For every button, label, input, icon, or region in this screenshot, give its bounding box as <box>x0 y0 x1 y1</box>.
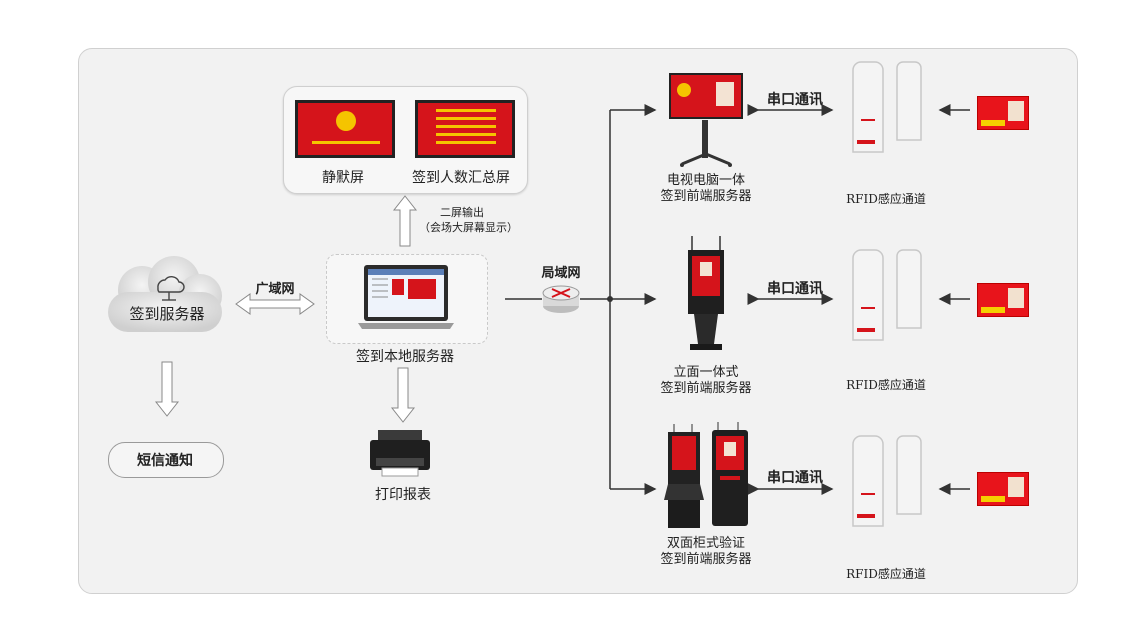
wan-label: 广域网 <box>255 282 295 297</box>
summary-screen-label: 签到人数汇总屏 <box>412 170 510 186</box>
local-server-label: 签到本地服务器 <box>356 349 454 365</box>
silent-screen-label: 静默屏 <box>322 170 364 186</box>
printer-icon <box>370 430 430 477</box>
sms-notification-box <box>108 442 224 478</box>
serial-label-1: 串口通讯 <box>767 92 823 108</box>
summary-screen-image <box>415 100 515 158</box>
standing-kiosk-icon <box>688 236 724 350</box>
terminal-1-label-line2: 签到前端服务器 <box>660 189 752 204</box>
router-icon <box>542 285 580 313</box>
serial-label-2: 串口通讯 <box>767 281 823 297</box>
sms-arrow <box>154 361 180 417</box>
rfid-label-1: RFID感应通道 <box>846 192 926 206</box>
rfid-gate-icon-1 <box>852 61 922 153</box>
display-screens-panel <box>283 86 528 194</box>
id-card-icon-2 <box>977 283 1029 317</box>
rfid-label-3: RFID感应通道 <box>846 567 926 581</box>
lan-label: 局域网 <box>541 266 581 281</box>
emblem-icon <box>336 111 356 131</box>
terminal-3-label-line1: 双面柜式验证 <box>666 536 746 551</box>
second-screen-note-label: （会场大屏幕显示） <box>419 221 518 234</box>
cloud-server-icon <box>108 256 222 332</box>
tv-terminal-icon <box>669 73 743 167</box>
printer-label: 打印报表 <box>375 487 431 503</box>
double-cabinet-icon <box>664 422 748 528</box>
terminal-2-label-line1: 立面一体式 <box>673 365 739 380</box>
rfid-gate-icon-2 <box>852 249 922 341</box>
terminal-1-label-line1: 电视电脑一体 <box>666 173 746 188</box>
terminal-3-label-line2: 签到前端服务器 <box>660 552 752 567</box>
serial-label-3: 串口通讯 <box>767 470 823 486</box>
silent-screen-image <box>295 100 395 158</box>
cloud-server-label: 签到服务器 <box>129 305 205 323</box>
sms-notification-label: 短信通知 <box>137 453 193 469</box>
printer-arrow <box>390 367 416 423</box>
rfid-label-2: RFID感应通道 <box>846 378 926 392</box>
caption-bar <box>312 141 380 144</box>
laptop-icon <box>358 265 454 329</box>
wan-arrow <box>235 293 315 315</box>
id-card-icon-1 <box>977 96 1029 130</box>
second-screen-output-label: 二屏输出 <box>440 206 484 219</box>
second-screen-arrow <box>392 195 418 247</box>
rfid-gate-icon-3 <box>852 435 922 527</box>
terminal-2-label-line2: 签到前端服务器 <box>660 381 752 396</box>
id-card-icon-3 <box>977 472 1029 506</box>
